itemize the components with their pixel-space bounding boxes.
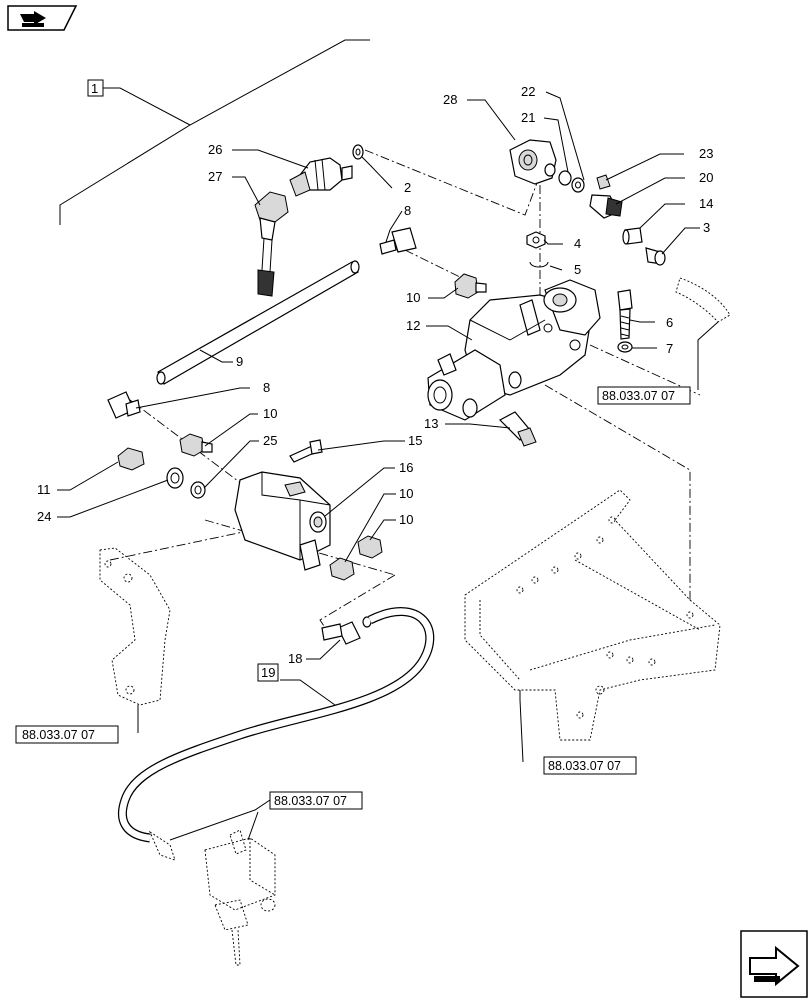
callout-25: 25 bbox=[263, 433, 277, 448]
part-13-fitting[interactable] bbox=[499, 411, 537, 447]
part-11-plug[interactable] bbox=[117, 447, 145, 471]
part-19-hose[interactable] bbox=[117, 607, 435, 843]
part-10-nut-upper[interactable] bbox=[454, 273, 487, 299]
callout-18: 18 bbox=[288, 651, 302, 666]
right-frame-reference bbox=[464, 489, 721, 741]
callout-27: 27 bbox=[208, 169, 222, 184]
callout-20: 20 bbox=[699, 170, 713, 185]
callout-26: 26 bbox=[208, 142, 222, 157]
part-20-fitting[interactable] bbox=[589, 194, 623, 219]
part-5-snap-ring[interactable] bbox=[529, 261, 549, 268]
hose-end-outline bbox=[675, 277, 731, 323]
callout-13: 13 bbox=[424, 416, 438, 431]
part-10-nut-left[interactable] bbox=[179, 433, 213, 457]
callout-10-lower-b: 10 bbox=[399, 512, 413, 527]
callout-15: 15 bbox=[408, 433, 422, 448]
part-16-valve-block[interactable] bbox=[234, 471, 331, 571]
part-8-elbow-fitting-top[interactable] bbox=[379, 227, 417, 255]
reference-bracket-label: 88.033.07 07 bbox=[548, 759, 621, 773]
part-25-seal-ring[interactable] bbox=[190, 481, 206, 499]
callouts: 1 26 27 2 8 28 22 21 23 20 14 3 4 5 10 1… bbox=[37, 79, 713, 682]
part-14-fitting[interactable] bbox=[622, 227, 643, 245]
part-7-washer[interactable] bbox=[617, 341, 633, 353]
callout-14: 14 bbox=[699, 196, 713, 211]
part-6-bolt[interactable] bbox=[617, 289, 633, 340]
part-28-housing[interactable] bbox=[509, 139, 557, 185]
callout-10-left: 10 bbox=[263, 406, 277, 421]
callout-8-top: 8 bbox=[404, 203, 411, 218]
callout-5: 5 bbox=[574, 262, 581, 277]
callout-16: 16 bbox=[399, 460, 413, 475]
reference-bracket[interactable]: 88.033.07 07 bbox=[543, 756, 637, 775]
reference-bottom[interactable]: 88.033.07 07 bbox=[269, 791, 363, 810]
callout-12: 12 bbox=[406, 318, 420, 333]
reference-left-label: 88.033.07 07 bbox=[22, 728, 95, 742]
callout-3: 3 bbox=[703, 220, 710, 235]
part-8-elbow-fitting-lower[interactable] bbox=[107, 391, 141, 419]
reference-left[interactable]: 88.033.07 07 bbox=[15, 725, 119, 744]
part-10-nut-lower-b[interactable] bbox=[357, 535, 383, 559]
part-1-long-line bbox=[59, 39, 370, 225]
solenoid-valve-reference bbox=[148, 829, 276, 966]
part-3-fitting[interactable] bbox=[645, 247, 666, 266]
part-4-nut[interactable] bbox=[526, 231, 546, 249]
callout-7: 7 bbox=[666, 341, 673, 356]
callout-24: 24 bbox=[37, 509, 51, 524]
part-23-plug[interactable] bbox=[596, 174, 611, 190]
callout-22: 22 bbox=[521, 84, 535, 99]
part-2-washer[interactable] bbox=[352, 144, 364, 160]
part-22-washer[interactable] bbox=[571, 177, 585, 193]
part-18-elbow-fitting[interactable] bbox=[321, 616, 372, 645]
part-15-screw[interactable] bbox=[289, 439, 323, 463]
part-9-tube[interactable] bbox=[156, 260, 360, 385]
part-21-washer[interactable] bbox=[558, 170, 572, 186]
part-10-nut-lower-a[interactable] bbox=[329, 557, 355, 581]
next-page-icon[interactable] bbox=[740, 930, 808, 998]
callout-28: 28 bbox=[443, 92, 457, 107]
callout-10-lower-a: 10 bbox=[399, 486, 413, 501]
callout-23: 23 bbox=[699, 146, 713, 161]
callout-9: 9 bbox=[236, 354, 243, 369]
callout-21: 21 bbox=[521, 110, 535, 125]
left-bracket-reference bbox=[99, 547, 171, 706]
callout-6: 6 bbox=[666, 315, 673, 330]
callout-1-box bbox=[87, 79, 104, 97]
part-27-connector-cable[interactable] bbox=[254, 191, 289, 297]
reference-bottom-label: 88.033.07 07 bbox=[274, 794, 347, 808]
callout-11: 11 bbox=[37, 482, 51, 497]
callout-4: 4 bbox=[574, 236, 581, 251]
callout-1: 1 bbox=[91, 81, 98, 96]
previous-page-icon[interactable] bbox=[6, 4, 78, 32]
part-26-sensor[interactable] bbox=[289, 157, 353, 197]
reference-right[interactable]: 88.033.07 07 bbox=[597, 386, 691, 405]
callout-2: 2 bbox=[404, 180, 411, 195]
leader-lines bbox=[57, 87, 719, 841]
reference-right-label: 88.033.07 07 bbox=[602, 389, 675, 403]
part-12-valve-assembly[interactable] bbox=[427, 279, 601, 421]
callout-19-box bbox=[257, 663, 279, 682]
callout-8-lower: 8 bbox=[263, 380, 270, 395]
part-24-seal-ring[interactable] bbox=[166, 467, 184, 489]
callout-19: 19 bbox=[261, 665, 275, 680]
callout-10-upper: 10 bbox=[406, 290, 420, 305]
